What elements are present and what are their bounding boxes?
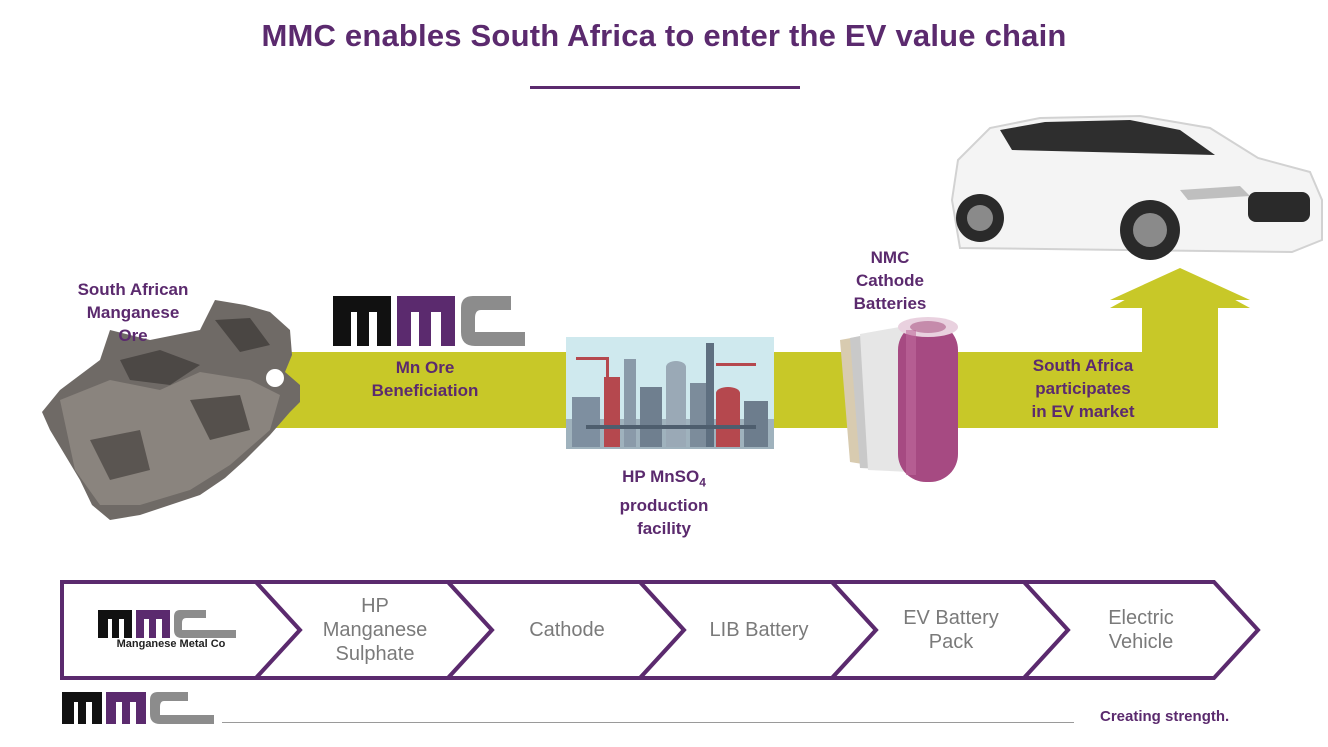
cathode-label-line-1: NMC: [870, 248, 910, 267]
facility-label-line-3: facility: [637, 519, 691, 539]
step-electric-vehicle: Electric Vehicle: [1108, 607, 1174, 653]
step-ev-battery-pack: EV Battery Pack: [903, 607, 999, 653]
flow-arrow-head: [1110, 268, 1250, 428]
facility-label: HP MnSO4 production facility: [584, 465, 744, 540]
cathode-label: NMC Cathode Batteries: [820, 246, 960, 315]
step-cathode: Cathode: [529, 619, 605, 641]
value-chain-flow-graphic: [42, 114, 1323, 520]
mmc-logo-caption: Manganese Metal Co: [116, 638, 226, 650]
market-label-line-2: participates: [1035, 379, 1131, 398]
value-chain-chevrons: [60, 580, 1261, 680]
ore-label-line-1: South African: [77, 280, 189, 299]
facility-label-line-1: HP MnSO4: [622, 467, 706, 490]
cathode-label-line-3: Batteries: [853, 294, 927, 313]
mmc-logo-small: [98, 610, 236, 638]
facility-label-line-2: production: [619, 496, 709, 516]
chevron-electric-vehicle: [1019, 580, 1261, 680]
footer-tagline: Creating strength.: [1100, 708, 1230, 725]
ore-label: South African Manganese Ore: [58, 278, 208, 347]
production-facility-image: [566, 337, 774, 449]
step-lib-battery: LIB Battery: [709, 619, 809, 641]
ore-label-line-3: Ore: [118, 326, 148, 345]
step-hp-manganese-sulphate: HP Manganese Sulphate: [322, 595, 428, 665]
footer-mmc-logo: [62, 692, 214, 724]
beneficiation-label-line-1: Mn Ore: [395, 358, 455, 377]
market-label-line-1: South Africa: [1032, 356, 1134, 375]
mmc-logo-large: [333, 296, 525, 346]
market-label: South Africa participates in EV market: [1008, 354, 1158, 423]
slide-title: MMC enables South Africa to enter the EV…: [261, 18, 1067, 53]
ore-label-line-2: Manganese: [86, 303, 180, 322]
footer-divider: [222, 722, 1074, 723]
south-africa-ore-map: [42, 300, 300, 520]
cathode-label-line-2: Cathode: [856, 271, 924, 290]
nmc-battery-cell-image: [840, 317, 958, 482]
title-underline: [530, 86, 800, 89]
beneficiation-label-line-2: Beneficiation: [371, 381, 479, 400]
beneficiation-label: Mn Ore Beneficiation: [350, 356, 500, 402]
electric-vehicle-image: [950, 114, 1323, 260]
market-label-line-3: in EV market: [1031, 402, 1135, 421]
